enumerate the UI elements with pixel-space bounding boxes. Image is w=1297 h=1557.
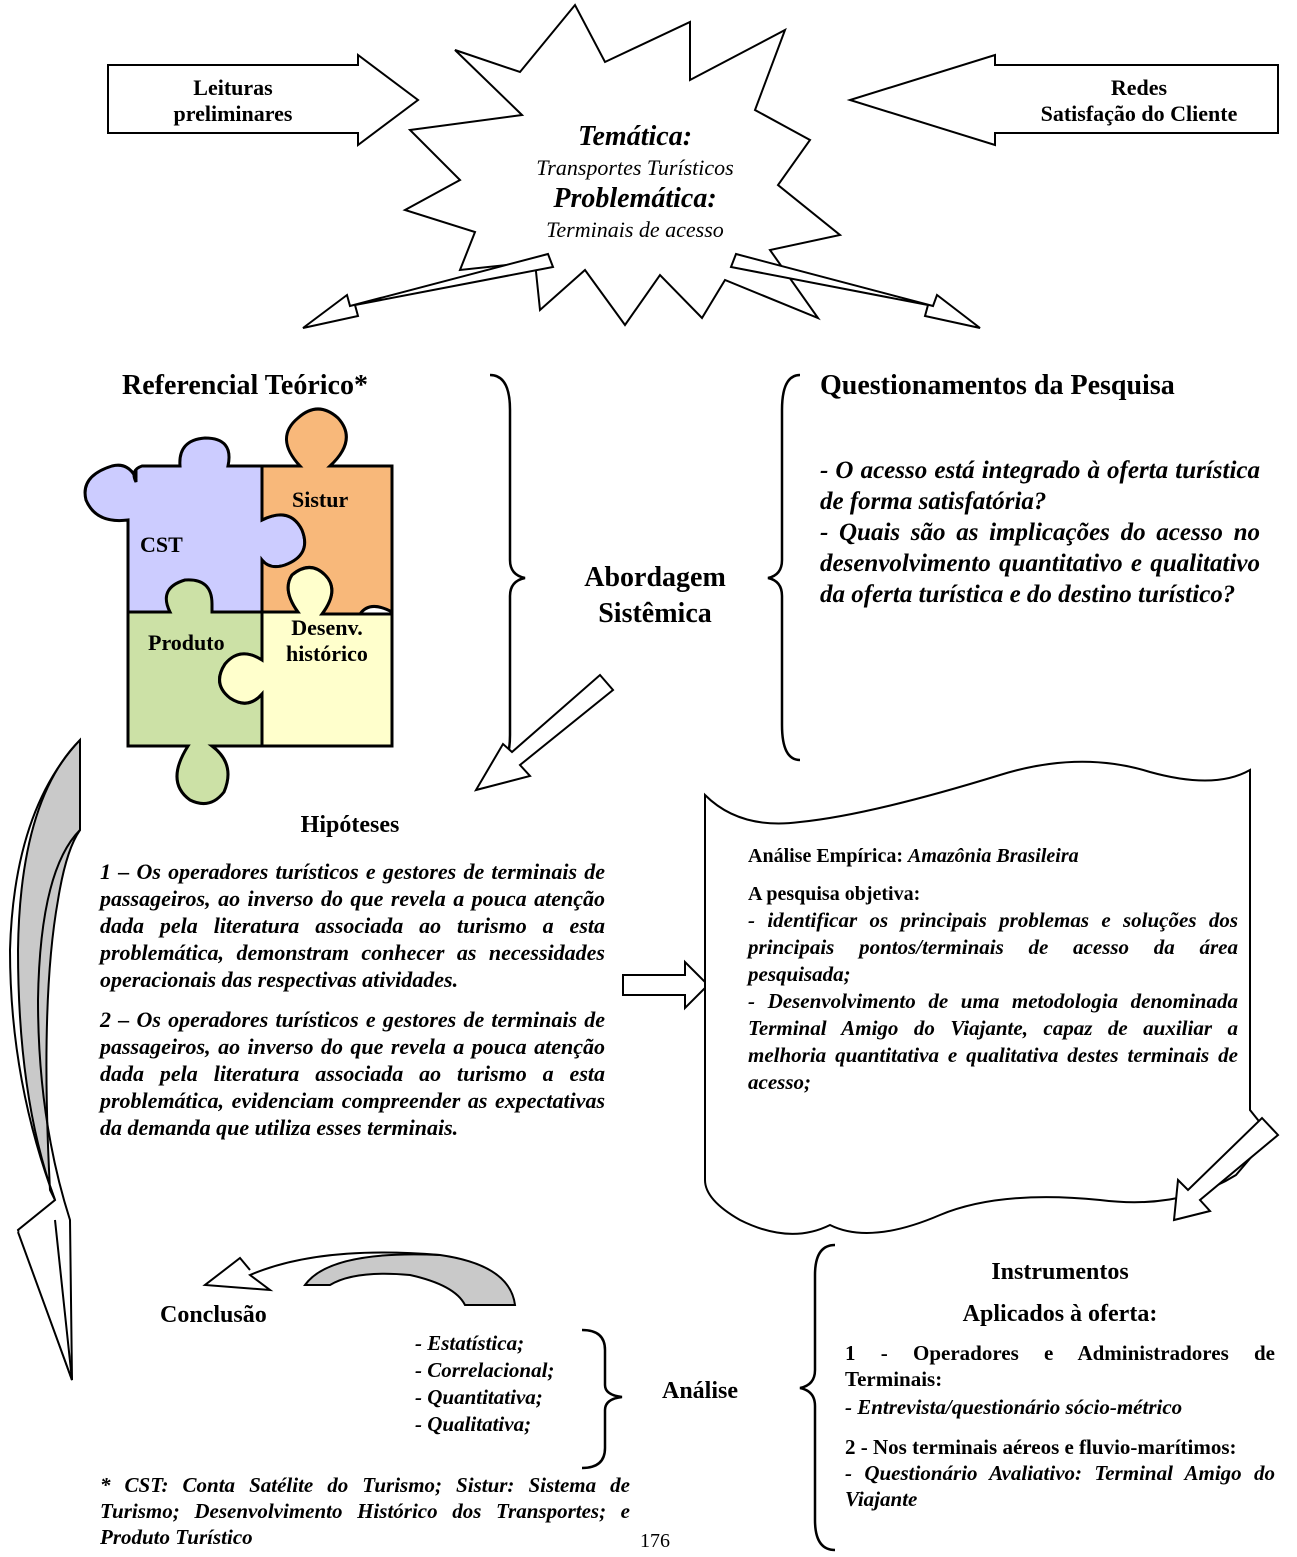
instrumento-2-title: 2 - Nos terminais aéreos e fluvio-maríti… bbox=[845, 1435, 1237, 1459]
analise-list: - Estatística; - Correlacional; - Quanti… bbox=[415, 1330, 554, 1438]
analise-item: - Correlacional; bbox=[415, 1358, 555, 1382]
leituras-line1: Leituras bbox=[193, 75, 273, 100]
arrow-to-referencial bbox=[302, 252, 555, 329]
questionamento-2: - Quais são as implicações do acesso no … bbox=[820, 519, 1260, 608]
desenv-line2: histórico bbox=[286, 641, 368, 666]
questionamento-1: - O acesso está integrado à oferta turís… bbox=[820, 457, 1260, 515]
analise-empirica-label: Análise Empírica: bbox=[748, 845, 903, 867]
puzzle bbox=[83, 407, 394, 806]
left-input-arrow bbox=[107, 53, 420, 147]
objetivo-1: - identificar os principais problemas e … bbox=[748, 908, 1238, 986]
analise-item: - Estatística; bbox=[415, 1331, 525, 1355]
instrumentos-subtitle: Aplicados à oferta: bbox=[962, 1301, 1158, 1327]
analise-label: Análise bbox=[662, 1378, 739, 1404]
tematica-label: Temática: bbox=[577, 121, 693, 152]
arrow-to-instrumentos bbox=[1172, 1116, 1280, 1222]
star-text: Temática: Transportes Turísticos Problem… bbox=[480, 120, 790, 244]
analise-brace bbox=[581, 1328, 623, 1470]
objetiva-label: A pesquisa objetiva: bbox=[748, 883, 921, 905]
tematica-value: Transportes Turísticos bbox=[536, 155, 734, 180]
piece-label-desenv: Desenv. histórico bbox=[262, 615, 392, 667]
analise-empirica-value: Amazônia Brasileira bbox=[908, 845, 1079, 867]
problematica-value: Terminais de acesso bbox=[546, 217, 724, 242]
piece-label-produto: Produto bbox=[148, 630, 225, 655]
abordagem-line1: Abordagem bbox=[584, 562, 726, 593]
problematica-label: Problemática: bbox=[553, 183, 717, 214]
referencial-title: Referencial Teórico* bbox=[122, 370, 368, 401]
instrumentos-title: Instrumentos bbox=[991, 1259, 1129, 1285]
redes-line1: Redes bbox=[1110, 75, 1168, 100]
brace-right bbox=[767, 373, 801, 762]
scroll-shape bbox=[704, 760, 1272, 1235]
analise-item: - Quantitativa; bbox=[415, 1385, 543, 1409]
hipoteses-list: 1 – Os operadores turísticos e gestores … bbox=[100, 858, 605, 1141]
instrumento-2-text: - Questionário Avaliativo: Terminal Amig… bbox=[845, 1461, 1275, 1511]
footnote: * CST: Conta Satélite do Turismo; Sistur… bbox=[100, 1473, 630, 1549]
objetivo-2: - Desenvolvimento de uma metodologia den… bbox=[748, 989, 1238, 1094]
leituras-box: Leituras preliminares bbox=[108, 75, 358, 127]
arrow-to-questionamentos bbox=[729, 252, 981, 329]
star-burst bbox=[402, 3, 843, 327]
questionamentos-title: Questionamentos da Pesquisa bbox=[820, 370, 1175, 401]
questionamentos-list: - O acesso está integrado à oferta turís… bbox=[820, 455, 1260, 610]
instrumento-1-title: 1 - Operadores e Administradores de Term… bbox=[845, 1341, 1275, 1391]
page-number: 176 bbox=[640, 1530, 670, 1552]
conclusao-curved-arrow bbox=[202, 1251, 517, 1306]
redes-box: Redes Satisfação do Cliente bbox=[1000, 75, 1278, 127]
piece-label-sistur: Sistur bbox=[292, 487, 349, 512]
leituras-line2: preliminares bbox=[173, 101, 293, 126]
analise-empirica: Análise Empírica: Amazônia Brasileira A … bbox=[748, 843, 1238, 1096]
left-curved-arrow bbox=[8, 737, 81, 1381]
instrumentos-list: 1 - Operadores e Administradores de Term… bbox=[845, 1340, 1275, 1512]
arrow-to-analise-empirica bbox=[622, 959, 710, 1011]
hipotese-2: 2 – Os operadores turísticos e gestores … bbox=[100, 1007, 605, 1140]
analise-item: - Qualitativa; bbox=[415, 1412, 532, 1436]
brace-left bbox=[489, 373, 526, 772]
abordagem-line2: Sistêmica bbox=[598, 598, 712, 629]
desenv-line1: Desenv. bbox=[291, 615, 363, 640]
instrumentos-brace bbox=[799, 1243, 836, 1552]
puzzle-piece-desenv bbox=[218, 566, 394, 748]
abordagem: Abordagem Sistêmica bbox=[530, 560, 780, 632]
right-input-arrow bbox=[846, 53, 1279, 147]
arrow-to-hipoteses bbox=[473, 673, 615, 792]
piece-label-cst: CST bbox=[140, 532, 183, 557]
redes-line2: Satisfação do Cliente bbox=[1040, 101, 1238, 126]
conclusao-label: Conclusão bbox=[160, 1302, 267, 1328]
instrumento-1-text: - Entrevista/questionário sócio-métrico bbox=[845, 1395, 1183, 1419]
hipoteses-title: Hipóteses bbox=[300, 812, 400, 838]
hipotese-1: 1 – Os operadores turísticos e gestores … bbox=[100, 859, 605, 992]
